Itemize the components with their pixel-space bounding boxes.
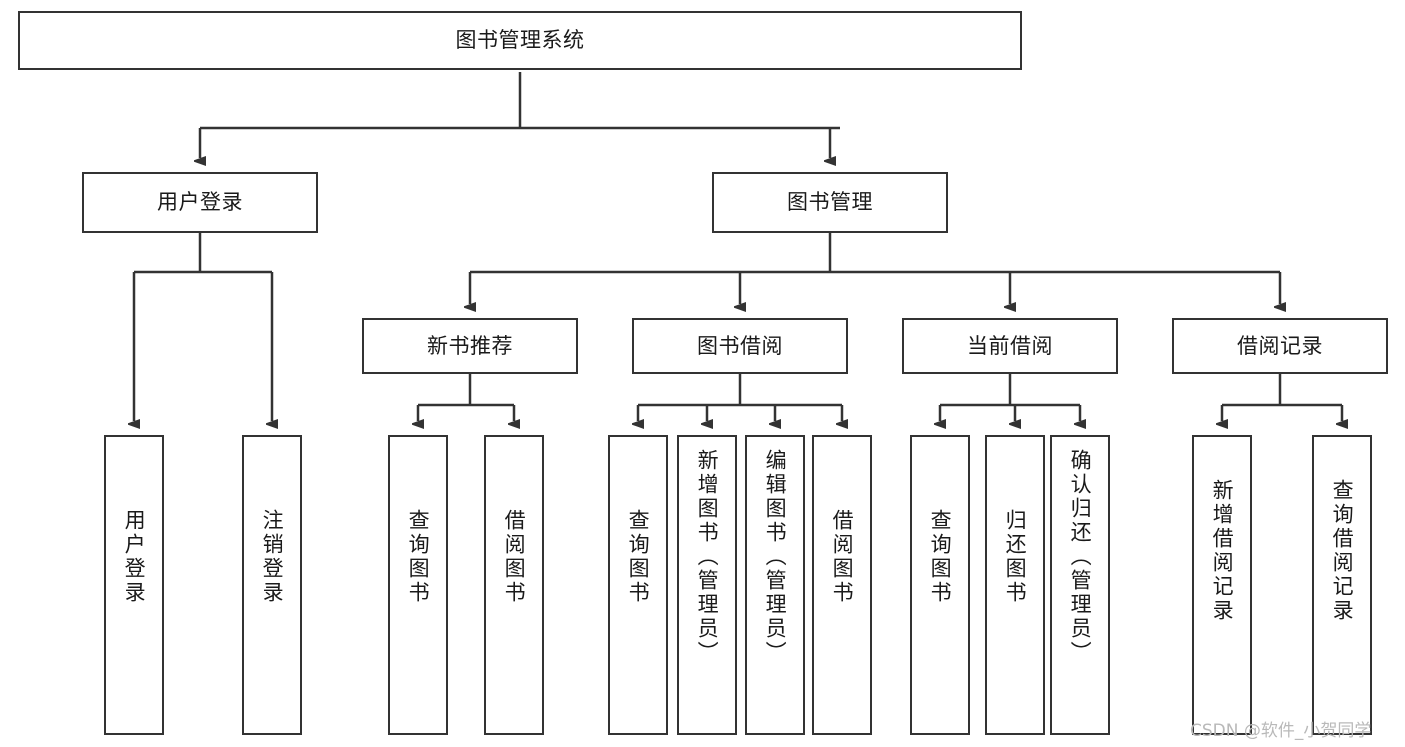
leaf-confirm-return[interactable]: 确认归还（管理员） xyxy=(1050,435,1110,735)
node-label: 新书推荐 xyxy=(427,333,513,358)
node-root-system[interactable]: 图书管理系统 xyxy=(18,11,1022,70)
node-label: 当前借阅 xyxy=(967,333,1053,358)
node-label: 归还图书 xyxy=(1003,509,1028,605)
leaf-add-record[interactable]: 新增借阅记录 xyxy=(1192,435,1252,735)
node-label: 图书管理系统 xyxy=(455,28,585,53)
leaf-query-book-3[interactable]: 查询图书 xyxy=(910,435,970,735)
leaf-edit-book[interactable]: 编辑图书（管理员） xyxy=(745,435,805,735)
node-label: 借阅图书 xyxy=(830,509,855,605)
node-label: 查询图书 xyxy=(928,509,953,605)
node-label: 借阅图书 xyxy=(502,509,527,605)
node-label: 图书管理 xyxy=(787,190,873,215)
node-label: 图书借阅 xyxy=(697,333,783,358)
node-label: 查询图书 xyxy=(406,509,431,605)
node-label: 新增图书（管理员） xyxy=(695,449,720,665)
node-label: 编辑图书（管理员） xyxy=(763,449,788,665)
node-label: 借阅记录 xyxy=(1237,333,1323,358)
leaf-borrow-book-1[interactable]: 借阅图书 xyxy=(484,435,544,735)
node-borrow-record[interactable]: 借阅记录 xyxy=(1172,318,1388,374)
leaf-logout-login[interactable]: 注销登录 xyxy=(242,435,302,735)
leaf-add-book[interactable]: 新增图书（管理员） xyxy=(677,435,737,735)
node-label: 用户登录 xyxy=(122,509,147,605)
leaf-borrow-book-2[interactable]: 借阅图书 xyxy=(812,435,872,735)
node-user-login[interactable]: 用户登录 xyxy=(82,172,318,233)
leaf-return-book[interactable]: 归还图书 xyxy=(985,435,1045,735)
leaf-query-book-1[interactable]: 查询图书 xyxy=(388,435,448,735)
node-label: 新增借阅记录 xyxy=(1210,479,1235,623)
node-label: 用户登录 xyxy=(157,190,243,215)
node-book-borrow[interactable]: 图书借阅 xyxy=(632,318,848,374)
node-label: 注销登录 xyxy=(260,509,285,605)
leaf-query-record[interactable]: 查询借阅记录 xyxy=(1312,435,1372,735)
leaf-query-book-2[interactable]: 查询图书 xyxy=(608,435,668,735)
node-current-borrow[interactable]: 当前借阅 xyxy=(902,318,1118,374)
node-new-book-recommend[interactable]: 新书推荐 xyxy=(362,318,578,374)
node-label: 查询图书 xyxy=(626,509,651,605)
node-book-manage[interactable]: 图书管理 xyxy=(712,172,948,233)
node-label: 查询借阅记录 xyxy=(1330,479,1355,623)
node-label: 确认归还（管理员） xyxy=(1068,449,1093,665)
watermark-text: CSDN @软件_小贺同学 xyxy=(1190,721,1372,741)
leaf-user-login[interactable]: 用户登录 xyxy=(104,435,164,735)
